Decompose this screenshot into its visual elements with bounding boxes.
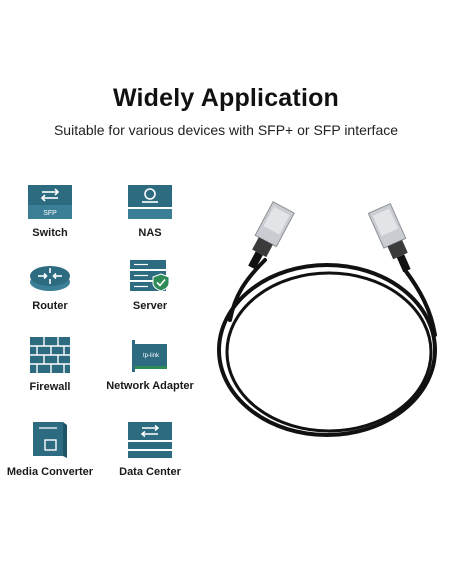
switch-badge: SFP — [43, 210, 57, 217]
device-network-adapter: tp-link Network Adapter — [90, 340, 210, 392]
device-server: Server — [90, 260, 210, 312]
device-label-nas: NAS — [138, 227, 162, 239]
device-label-server: Server — [132, 300, 168, 312]
media-converter-icon — [33, 422, 67, 458]
device-media-converter: Media Converter — [0, 422, 110, 478]
cable-coil — [217, 258, 437, 437]
device-data-center: Data Center — [90, 422, 210, 478]
device-label-firewall: Firewall — [29, 381, 71, 393]
device-label-router: Router — [32, 300, 68, 312]
page-title: Widely Application — [112, 84, 340, 112]
device-router: Router — [0, 262, 110, 312]
network-adapter-badge: tp-link — [143, 353, 160, 359]
device-label-switch: Switch — [32, 227, 68, 239]
dac-cable-illustration — [217, 201, 437, 437]
server-icon — [130, 260, 170, 292]
firewall-icon — [30, 337, 70, 373]
device-firewall: Firewall — [0, 337, 110, 393]
switch-icon: SFP — [28, 185, 72, 219]
device-label-media-converter: Media Converter — [6, 466, 94, 478]
data-center-icon — [128, 422, 172, 458]
device-label-network-adapter: Network Adapter — [106, 380, 194, 392]
network-adapter-icon: tp-link — [132, 340, 167, 372]
device-switch: SFP Switch — [0, 185, 110, 239]
device-nas: NAS — [90, 185, 210, 239]
sfp-connector-left — [248, 201, 295, 270]
router-icon — [30, 266, 70, 291]
page-subtitle: Suitable for various devices with SFP+ o… — [53, 122, 399, 138]
sfp-connector-right — [367, 202, 411, 273]
nas-icon — [128, 185, 172, 219]
device-label-data-center: Data Center — [119, 466, 181, 478]
